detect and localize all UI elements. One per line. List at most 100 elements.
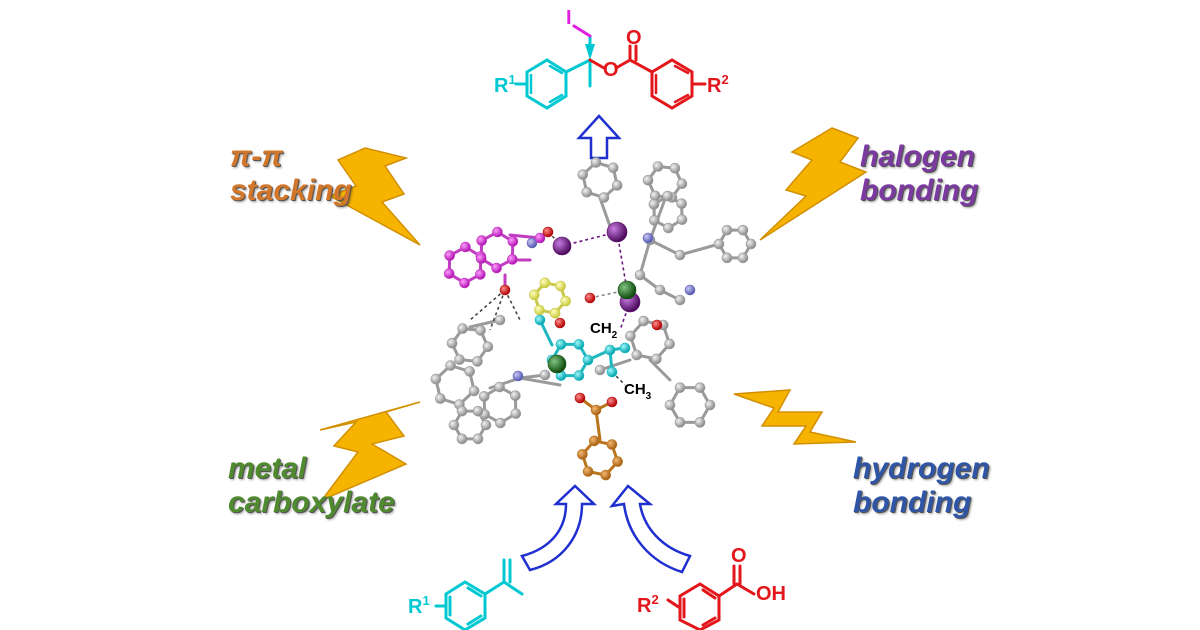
model-atom bbox=[494, 381, 505, 393]
model-atom bbox=[598, 192, 610, 203]
model-atom bbox=[663, 222, 674, 234]
model-atom bbox=[475, 269, 486, 280]
model-atom bbox=[582, 466, 594, 477]
model-atom bbox=[482, 341, 494, 353]
model-atom bbox=[512, 370, 524, 382]
model-atom bbox=[542, 226, 554, 238]
model-bond bbox=[638, 238, 652, 277]
model-bond bbox=[518, 376, 562, 387]
model-atom bbox=[631, 349, 643, 361]
pi-pi-stacking-label: π-π stacking bbox=[230, 140, 352, 208]
model-atom bbox=[625, 330, 636, 342]
model-atom bbox=[669, 162, 681, 174]
pi-pi-label-line1: π-π bbox=[230, 140, 283, 173]
halogen-bonding-label: halogen bonding bbox=[860, 140, 978, 208]
model-atom bbox=[491, 262, 502, 274]
model-atom bbox=[651, 319, 663, 331]
styrene-reactant-structure bbox=[434, 558, 524, 630]
model-atom bbox=[651, 353, 662, 365]
model-atom bbox=[560, 295, 571, 307]
model-atom bbox=[674, 249, 686, 261]
model-atom bbox=[606, 366, 618, 378]
model-atom bbox=[534, 232, 546, 244]
model-atom bbox=[611, 180, 623, 191]
lightning-bolt-icon bbox=[733, 389, 857, 445]
model-atoms bbox=[430, 157, 757, 481]
lightning-bolt-icon bbox=[328, 147, 421, 246]
model-atom bbox=[464, 366, 475, 377]
model-atom bbox=[594, 364, 606, 376]
model-atom bbox=[554, 317, 566, 329]
model-atom bbox=[499, 284, 511, 296]
model-atom bbox=[534, 304, 545, 316]
model-atom bbox=[737, 224, 749, 236]
model-atom bbox=[480, 419, 492, 431]
model-atom bbox=[612, 456, 623, 467]
model-atom bbox=[430, 373, 442, 385]
model-atom bbox=[507, 254, 518, 265]
acid-hydroxyl-label: OH bbox=[756, 583, 786, 605]
model-atom bbox=[460, 241, 471, 253]
model-atom bbox=[555, 339, 567, 350]
model-atom bbox=[478, 391, 490, 402]
model-atom bbox=[577, 169, 589, 180]
model-atom bbox=[674, 417, 686, 428]
model-atom bbox=[577, 449, 588, 460]
model-atom bbox=[468, 385, 480, 397]
metal-label-line2: carboxylate bbox=[228, 486, 395, 519]
model-atom bbox=[676, 178, 688, 189]
model-atom bbox=[638, 315, 649, 327]
model-atom bbox=[475, 325, 486, 336]
lightning-bolt-icon bbox=[759, 127, 868, 241]
model-atom bbox=[534, 314, 546, 326]
model-atom bbox=[492, 226, 503, 238]
acid-r2-label: R2 bbox=[637, 592, 659, 617]
model-atom bbox=[510, 390, 521, 401]
halogen-label-line2: bonding bbox=[860, 174, 979, 207]
model-atom bbox=[472, 405, 484, 417]
hydrogen-bonding-label: hydrogen bonding bbox=[853, 452, 990, 520]
model-atom bbox=[582, 354, 594, 366]
model-atom bbox=[604, 344, 616, 356]
model-atom bbox=[584, 292, 596, 304]
model-atom bbox=[617, 280, 637, 300]
model-atom bbox=[590, 404, 602, 416]
model-atom bbox=[607, 162, 619, 174]
product-ester-oxygen-label: O bbox=[603, 59, 619, 81]
model-atom bbox=[475, 253, 487, 264]
interaction-dash bbox=[489, 289, 506, 331]
model-bond bbox=[648, 238, 682, 257]
model-atom bbox=[472, 356, 483, 367]
model-atom bbox=[573, 339, 585, 350]
ch2-label: CH2 bbox=[590, 320, 618, 341]
interaction-dash bbox=[619, 301, 631, 331]
model-atom bbox=[713, 238, 725, 250]
product-structure bbox=[514, 24, 707, 110]
model-atom bbox=[694, 417, 706, 428]
model-atom bbox=[676, 214, 688, 225]
model-atom bbox=[737, 252, 749, 264]
metal-carboxylate-label: metal carboxylate bbox=[228, 452, 395, 520]
model-atom bbox=[642, 232, 654, 244]
product-r1-label: R1 bbox=[494, 72, 516, 97]
model-atom bbox=[454, 354, 465, 365]
model-atom bbox=[457, 323, 468, 334]
model-bond bbox=[678, 242, 721, 257]
model-atom bbox=[649, 215, 660, 226]
model-atom bbox=[674, 382, 686, 393]
interaction-dash bbox=[469, 289, 506, 321]
model-atom bbox=[600, 469, 612, 481]
product-iodine-label: I bbox=[566, 7, 572, 29]
model-atom bbox=[547, 354, 567, 374]
product-carbonyl-oxygen-label: O bbox=[626, 27, 642, 49]
model-atom bbox=[634, 269, 646, 281]
acid-carbonyl-oxygen-label: O bbox=[731, 545, 747, 567]
model-atom bbox=[674, 294, 686, 306]
model-atom bbox=[654, 284, 666, 296]
model-atom bbox=[495, 417, 506, 429]
model-atom bbox=[529, 289, 540, 301]
model-atom bbox=[606, 396, 618, 408]
model-atom bbox=[526, 237, 538, 249]
model-atom bbox=[606, 221, 628, 243]
